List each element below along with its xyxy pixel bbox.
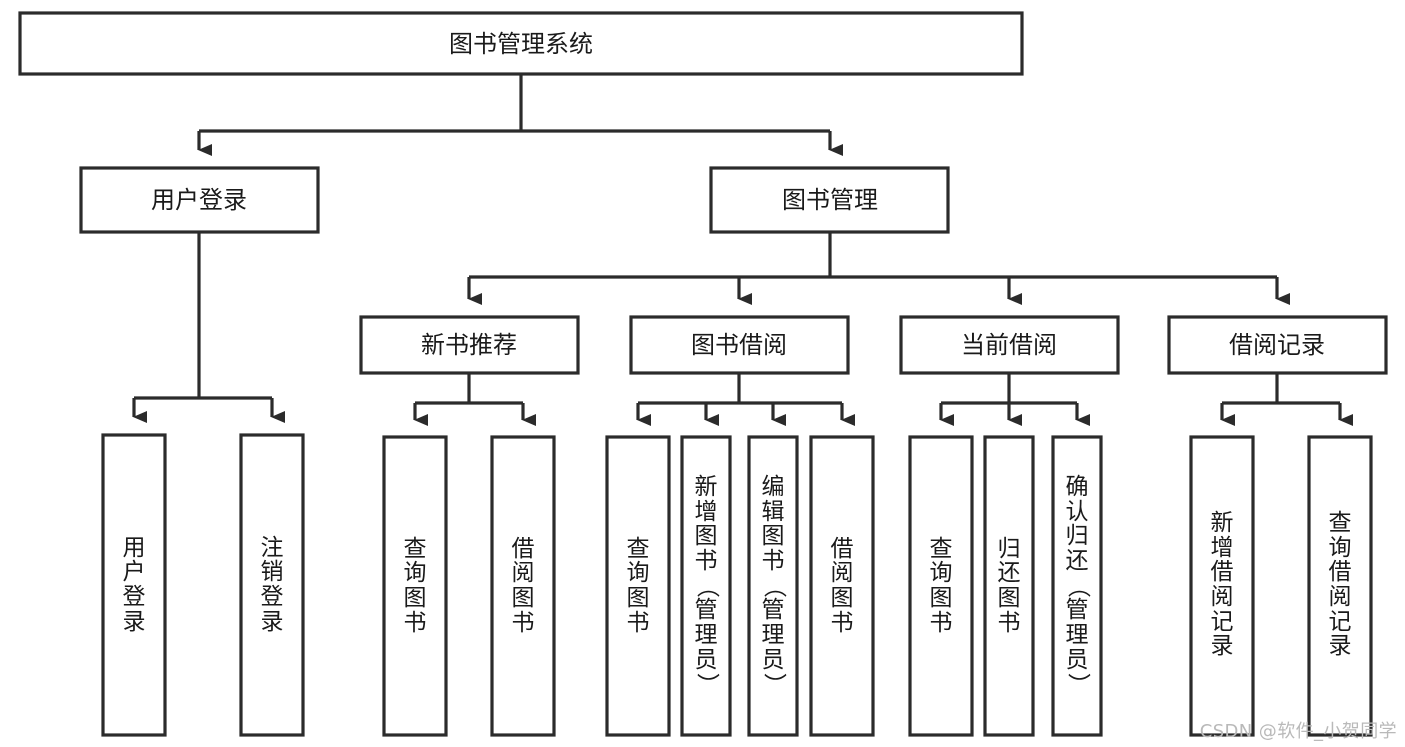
leaf-box-user-login[interactable]	[101, 433, 167, 737]
leaf-box-borrow-edit-book-admin[interactable]	[747, 435, 799, 737]
node-user-login-label: 用户登录	[151, 186, 247, 214]
connector-layer	[132, 74, 1353, 426]
node-current-borrow-label: 当前借阅	[961, 331, 1057, 359]
node-root-system[interactable]: 图书管理系统	[18, 11, 1024, 76]
leaf-box-logout[interactable]	[239, 433, 305, 737]
node-book-borrow-box[interactable]	[629, 315, 850, 375]
leaf-box-record-query-record[interactable]	[1307, 435, 1373, 737]
node-book-borrow-label: 图书借阅	[691, 331, 787, 359]
node-user-login-box[interactable]	[79, 166, 320, 234]
node-new-book-recommend-label: 新书推荐	[421, 331, 517, 359]
node-book-borrow[interactable]: 图书借阅	[629, 315, 850, 375]
leaf-box-recommend-borrow-book[interactable]	[490, 435, 556, 737]
node-root-system-label: 图书管理系统	[449, 30, 593, 58]
node-book-manage-box[interactable]	[709, 166, 950, 234]
node-borrow-record-label: 借阅记录	[1229, 331, 1325, 359]
leaf-box-record-add-record[interactable]	[1189, 435, 1255, 737]
node-new-book-recommend[interactable]: 新书推荐	[359, 315, 580, 375]
node-current-borrow[interactable]: 当前借阅	[899, 315, 1120, 375]
leaf-box-borrow-borrow-book[interactable]	[809, 435, 875, 737]
node-borrow-record[interactable]: 借阅记录	[1167, 315, 1388, 375]
watermark-text: CSDN @软件_小贺同学	[1199, 721, 1397, 742]
node-root-system-box[interactable]	[18, 11, 1024, 76]
leaf-box-current-query-book[interactable]	[908, 435, 974, 737]
node-borrow-record-box[interactable]	[1167, 315, 1388, 375]
leaf-layer	[101, 433, 1373, 737]
leaf-box-current-return-book[interactable]	[983, 435, 1035, 737]
leaf-box-recommend-query-book[interactable]	[382, 435, 448, 737]
node-book-manage-label: 图书管理	[782, 186, 878, 214]
leaf-box-borrow-query-book[interactable]	[605, 435, 671, 737]
leaf-box-current-confirm-return-admin[interactable]	[1051, 435, 1103, 737]
node-current-borrow-box[interactable]	[899, 315, 1120, 375]
leaf-box-borrow-add-book-admin[interactable]	[680, 435, 732, 737]
node-user-login[interactable]: 用户登录	[79, 166, 320, 234]
node-new-book-recommend-box[interactable]	[359, 315, 580, 375]
node-book-manage[interactable]: 图书管理	[709, 166, 950, 234]
